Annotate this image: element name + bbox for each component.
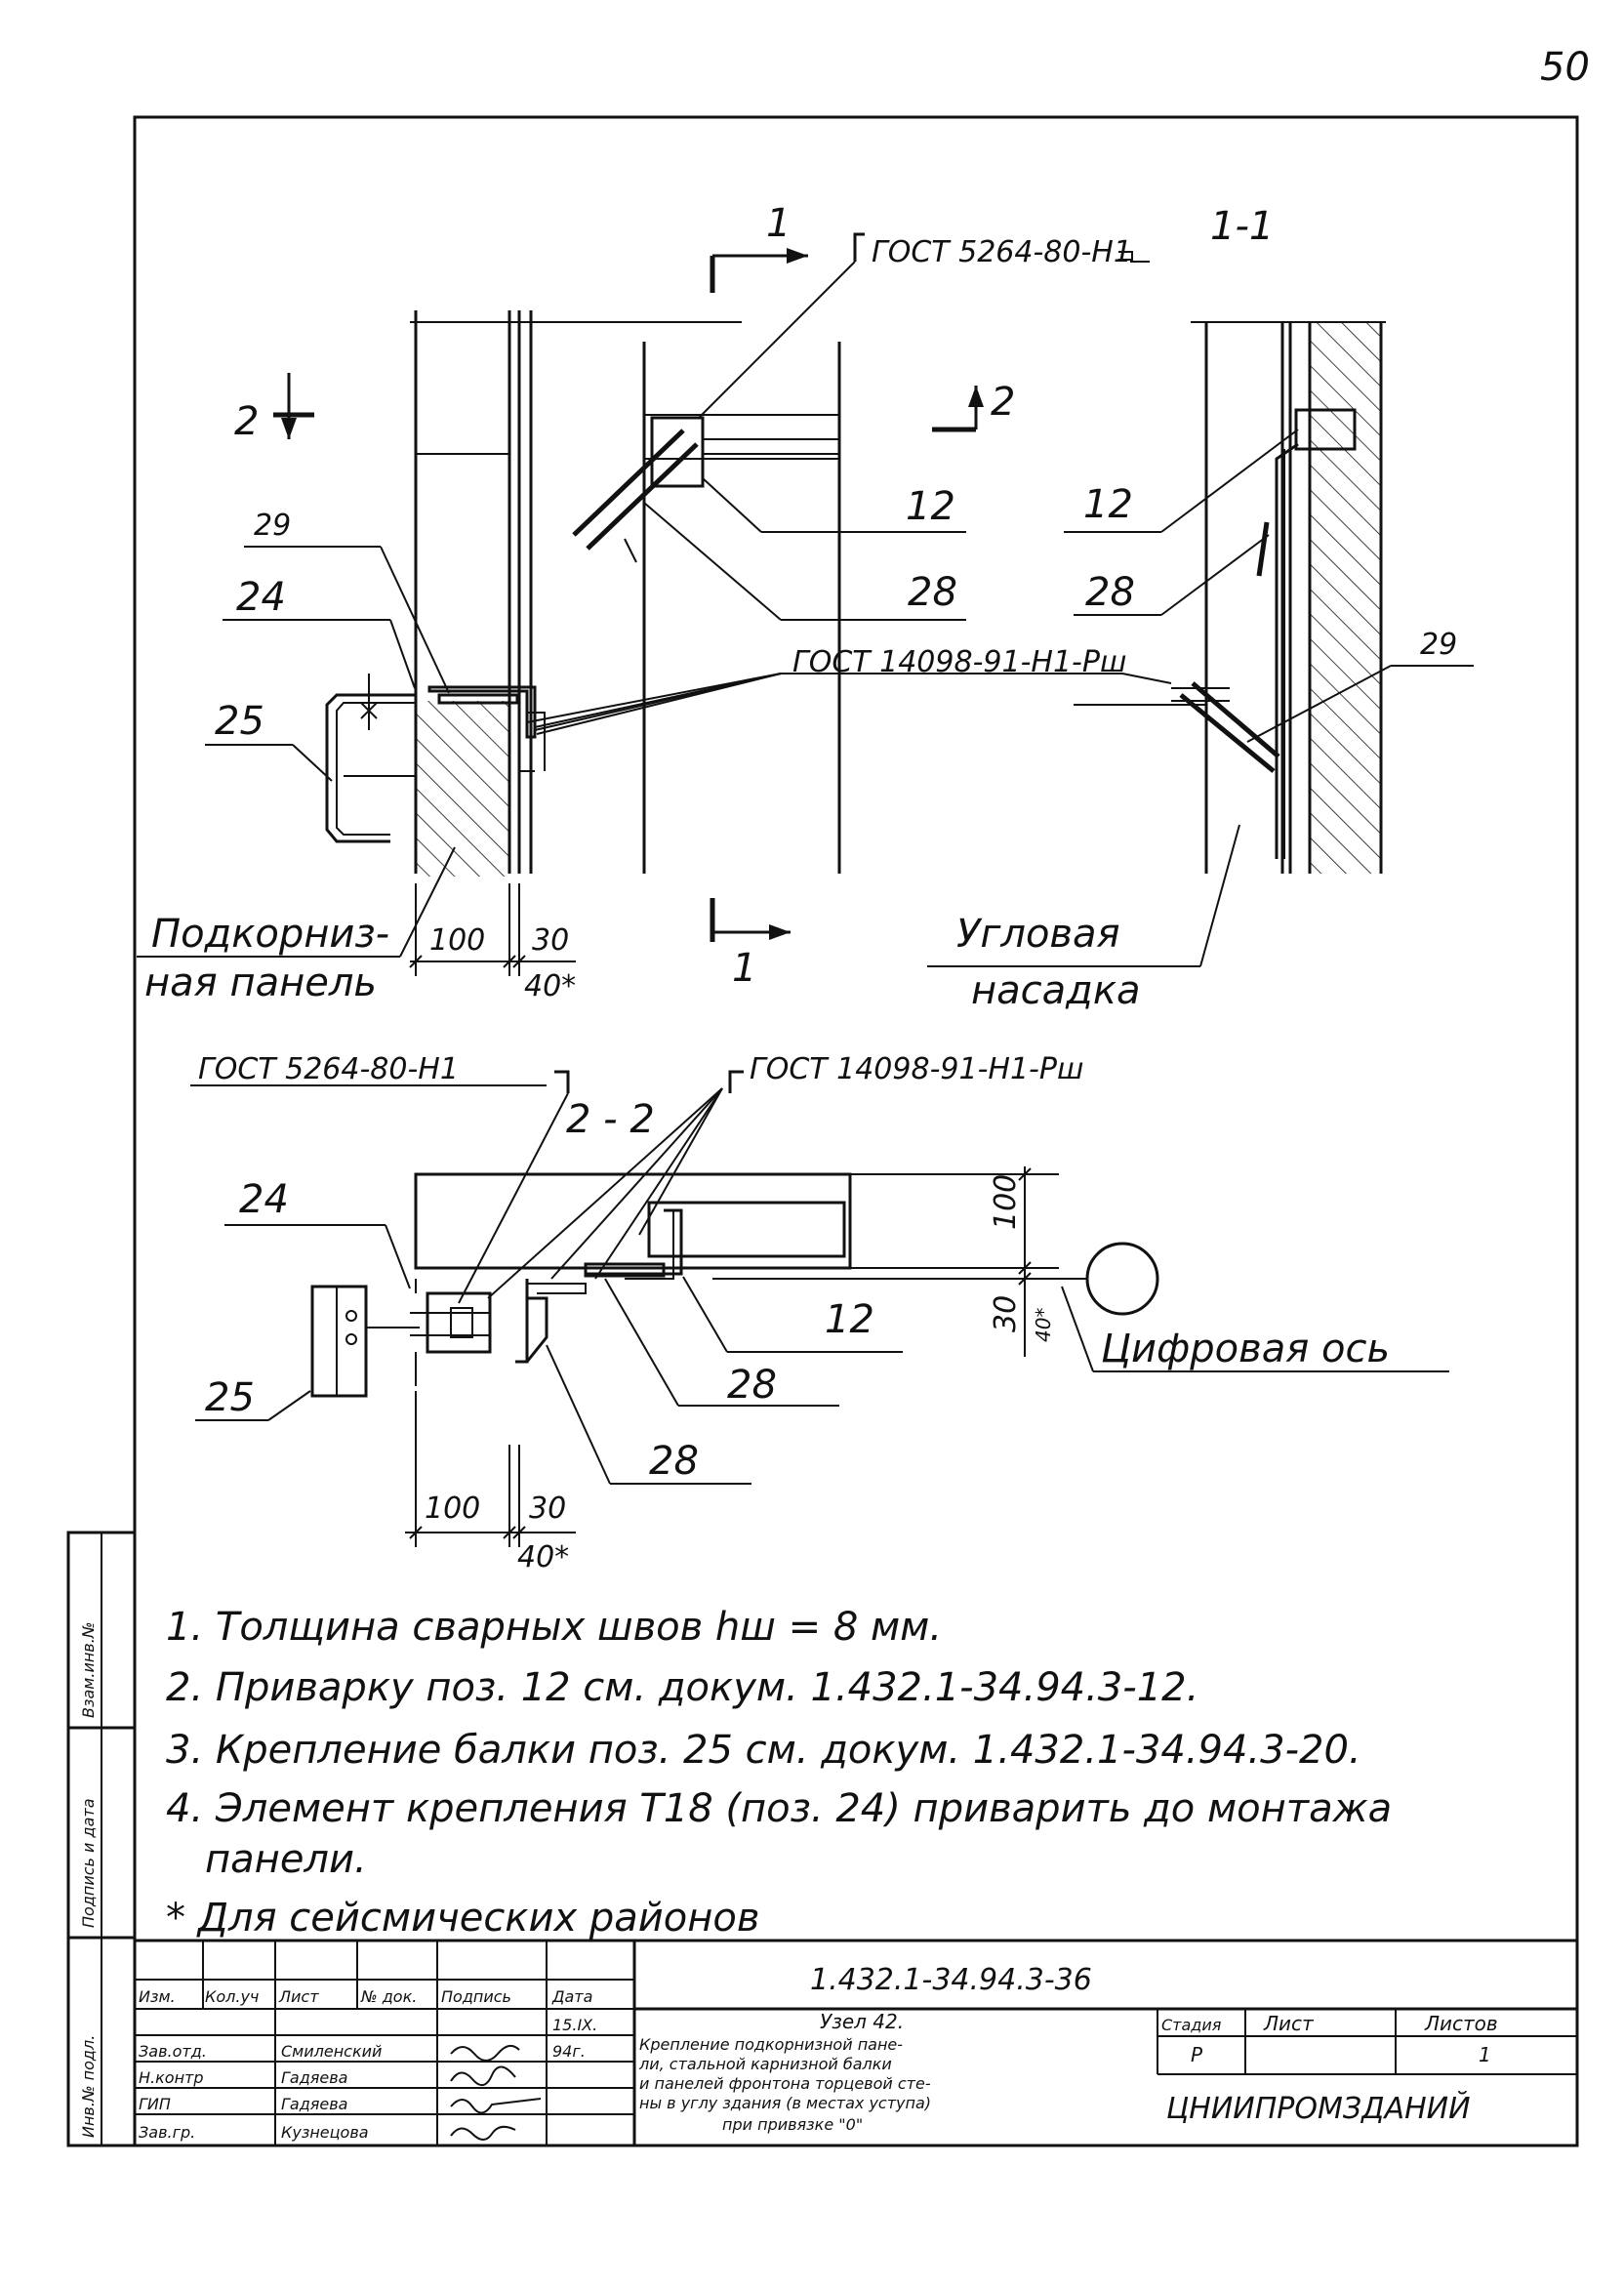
element-pos-24-left [427,685,537,739]
note-4-cont: панели. [205,1837,367,1882]
notes: 1. Толщина сварных швов hш = 8 мм. 2. Пр… [166,1605,1392,1941]
sheets-header: Листов [1424,2012,1498,2035]
signature-1 [450,2044,520,2062]
signature-3 [450,2098,542,2114]
plate-pos-12 [650,416,705,488]
signature-2 [450,2065,516,2086]
beam-pos-25 [325,693,415,843]
right-panel-hatch [1310,322,1381,874]
dim-40-s1: 40* [524,969,576,1003]
note-seismic: * Для сейсмических районов [166,1896,759,1941]
pos-28-left: 28 [908,570,957,615]
role-2: Н.контр [139,2068,204,2087]
pos-25-left: 25 [215,699,264,744]
pos-12-s2: 12 [825,1297,874,1342]
name-2: Гадяева [281,2068,347,2087]
page-number: 50 [1540,45,1590,90]
title-line-2: Крепление подкорнизной пане- [639,2035,903,2054]
beam-pos-25-s2 [310,1285,368,1398]
dim-40-h: 40* [517,1540,569,1574]
corner-label-2: насадка [971,968,1141,1013]
title-block: 1.432.1-34.94.3-36 Изм. Кол.уч Лист № до… [133,1939,1579,2147]
dim-30-h: 30 [529,1492,566,1526]
section-2-title: 2 - 2 [566,1097,655,1142]
pos-24-left: 24 [236,575,286,620]
sheet-header: Лист [1263,2012,1315,2035]
title-line-4: и панелей фронтона торцевой сте- [639,2074,931,2093]
hdr-izm: Изм. [139,1987,176,2006]
stamp-cell-2: Подпись и дата [79,1798,98,1928]
title-line-3: ли, стальной карнизной балки [638,2055,892,2073]
role-3: ГИП [139,2095,171,2113]
weld-angle-label-1: ГОСТ 5264-80-Н1 [872,235,1132,269]
weld-label-2: ГОСТ 14098-91-Н1-Рш [750,1052,1083,1086]
name-1: Смиленский [281,2042,382,2061]
section-1-1: 1-1 1 ГОСТ 5264-80-Н1 12 [137,201,1474,1013]
stage-value: Р [1191,2043,1203,2066]
cut-mark-bottom: 1 [732,946,756,991]
dim-30-v: 30 [989,1295,1023,1332]
hdr-podpis: Подпись [441,1987,511,2006]
hdr-kol: Кол.уч [205,1987,259,2006]
stamp-cell-3: Инв.№ подл. [79,2035,98,2138]
dim-30-s1: 30 [532,923,569,958]
stamp-cell-1: Взам.инв.№ [79,1622,98,1718]
dim-100-s1: 100 [429,923,485,958]
rod-pos-28-left [586,442,699,551]
pos-12-right: 12 [1083,482,1133,527]
panel-label-1: Подкорниз- [151,912,389,957]
note-3: 3. Крепление балки поз. 25 см. докум. 1.… [166,1728,1361,1773]
weld-angle-label-2: ГОСТ 5264-80-Н1 [198,1052,459,1086]
dim-100-h: 100 [425,1492,480,1526]
pos-28-right: 28 [1085,570,1135,615]
organization: ЦНИИПРОМЗДАНИЙ [1166,2091,1471,2126]
note-1: 1. Толщина сварных швов hш = 8 мм. [166,1605,942,1650]
date-2: 94г. [552,2042,586,2061]
cut-2-right: 2 [991,380,1015,425]
corner-label-1: Угловая [956,912,1120,957]
note-2: 2. Приварку поз. 12 см. докум. 1.432.1-3… [166,1665,1198,1710]
pos-25-s2: 25 [205,1375,255,1420]
element-pos-29-left [437,693,519,705]
role-1: Зав.отд. [139,2042,207,2061]
section-2-2: ГОСТ 5264-80-Н1 ГОСТ 14098-91-Н1-Рш 2 - … [190,1052,1449,1574]
dim-100-v: 100 [989,1174,1023,1230]
title-line-5: ны в углу здания (в местах уступа) [639,2094,931,2112]
rod-pos-29-right [1179,693,1276,773]
pos-24-s2: 24 [239,1177,289,1222]
pos-12-left: 12 [906,484,955,529]
dim-40-v: 40* [1032,1308,1055,1342]
title-line-1: Узел 42. [820,2010,904,2033]
cut-mark-top: 1 [766,201,791,246]
hdr-list: Лист [278,1987,319,2006]
name-3: Гадяева [281,2095,347,2113]
note-4: 4. Элемент крепления Т18 (поз. 24) прива… [166,1786,1392,1831]
title-line-6: при привязке "0" [722,2115,863,2134]
signature-4 [450,2125,516,2141]
side-stamp: Взам.инв.№ Подпись и дата Инв.№ подл. [66,1531,137,2147]
axis-label: Цифровая ось [1101,1327,1390,1371]
pos-29-left: 29 [254,509,291,543]
date-1: 15.IX. [552,2016,597,2034]
doc-code: 1.432.1-34.94.3-36 [810,1963,1092,1997]
sheets-value: 1 [1479,2043,1491,2066]
panel-label-2: ная панель [144,961,377,1005]
pos-28-s2-a: 28 [727,1363,777,1408]
plate-pos-12-right [1294,408,1357,451]
role-4: Зав.гр. [139,2123,195,2142]
pos-28-s2-b: 28 [649,1439,699,1484]
plate-pos-12-s2 [584,1262,666,1278]
axis-bubble [1085,1242,1159,1316]
cut-2-left: 2 [234,399,259,444]
name-4: Кузнецова [281,2123,369,2142]
section-1-title: 1-1 [1210,204,1274,249]
hdr-data: Дата [551,1987,592,2006]
left-panel-hatch [416,701,509,877]
element-pos-24-s2 [426,1291,492,1354]
pos-29-right: 29 [1420,628,1457,662]
stage-header: Стадия [1161,2016,1222,2034]
hdr-ndok: № док. [360,1987,417,2006]
